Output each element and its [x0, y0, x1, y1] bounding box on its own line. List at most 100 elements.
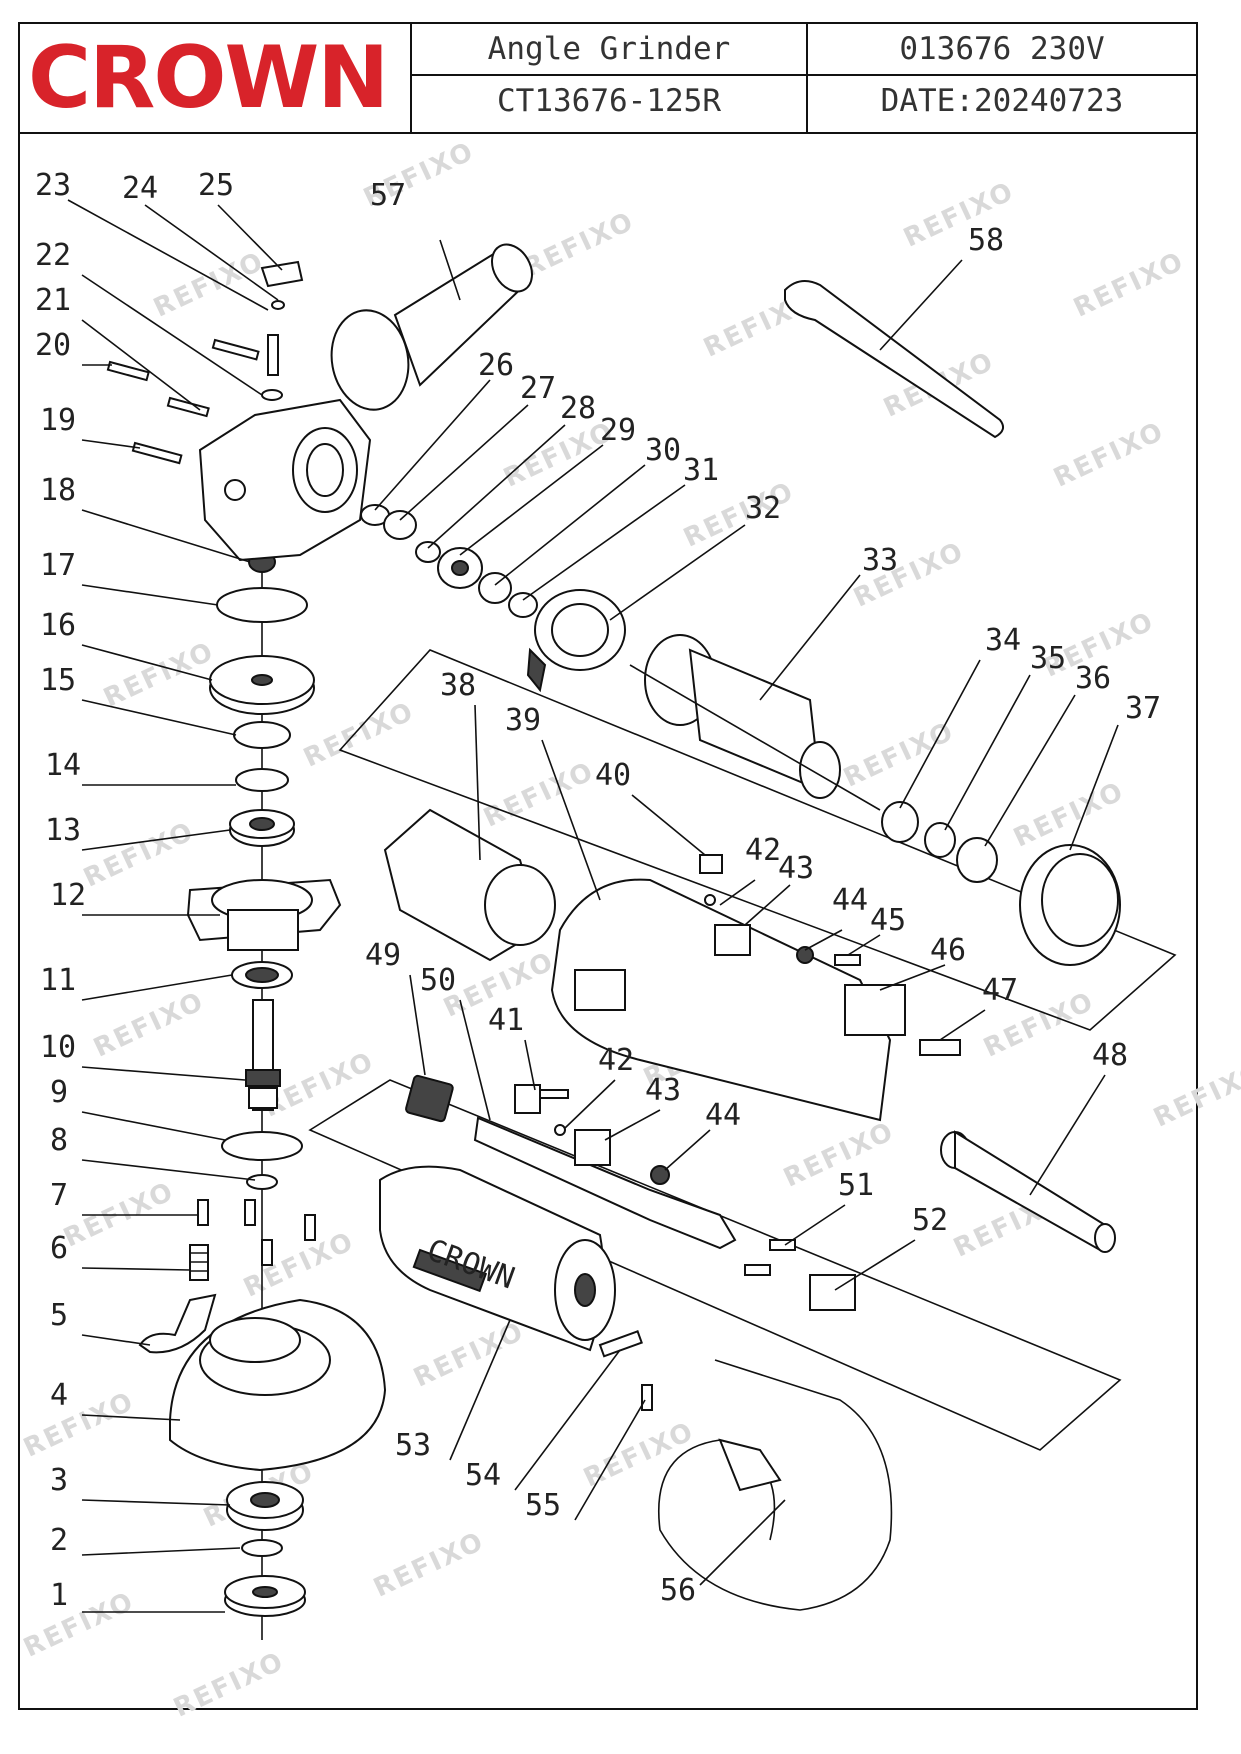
part-number: 46 [930, 933, 966, 968]
leader-lines [67, 199, 1119, 1613]
part-number: 47 [982, 973, 1018, 1008]
part-37-rear-cover [1019, 844, 1121, 966]
part-number: 56 [660, 1573, 696, 1608]
part-4-wheel-guard [169, 1298, 387, 1472]
part-33-armature [629, 634, 881, 811]
part-50-switch-rod [473, 1116, 737, 1250]
part-number: 2 [50, 1523, 68, 1558]
part-number: 49 [365, 938, 401, 973]
part-number: 8 [50, 1123, 68, 1158]
part-7-screws [197, 1199, 316, 1266]
part-number: 35 [1030, 641, 1066, 676]
part-number: 15 [40, 663, 76, 698]
part-12-bearing-cover [186, 878, 342, 951]
part-number: 42 [598, 1043, 634, 1078]
part-number: 4 [50, 1378, 68, 1413]
part-number: 43 [645, 1073, 681, 1108]
part-number: 12 [50, 878, 86, 913]
part-53-rear-housing: CROWN [379, 1165, 616, 1352]
article-voltage: 013676 230V [899, 31, 1105, 67]
part-number: 31 [683, 453, 719, 488]
part-number: 14 [45, 748, 81, 783]
part-6-spring [189, 1244, 209, 1281]
part-number: 7 [50, 1178, 68, 1213]
part-number: 41 [488, 1003, 524, 1038]
part-number: 25 [198, 168, 234, 203]
part-16-flange-plate [209, 655, 315, 715]
part-number: 45 [870, 903, 906, 938]
part-number: 42 [745, 833, 781, 868]
part-32-fan-baffle [526, 589, 626, 693]
part-11-seal [231, 961, 293, 989]
part-5-guard-clamp [138, 1293, 217, 1354]
part-number: 30 [645, 433, 681, 468]
part-56-power-cord [658, 1359, 893, 1611]
part-26-31-bevel-gear-train [360, 504, 538, 618]
stator-housing-group-box [338, 649, 1177, 1031]
part-15-circlip [233, 721, 291, 749]
part-48-sleeve [940, 1130, 1116, 1253]
part-number: 33 [862, 543, 898, 578]
part-number: 39 [505, 703, 541, 738]
part-1-outer-flange [224, 1575, 306, 1617]
part-number: 43 [778, 851, 814, 886]
part-number: 38 [440, 668, 476, 703]
part-number: 16 [40, 608, 76, 643]
part-number: 48 [1092, 1038, 1128, 1073]
part-number: 53 [395, 1428, 431, 1463]
part-number: 58 [968, 223, 1004, 258]
part-17-o-ring [216, 587, 308, 623]
part-8-washer [246, 1174, 278, 1190]
part-number: 51 [838, 1168, 874, 1203]
part-number-labels: 1 2 3 4 5 6 7 8 9 10 11 12 13 14 15 16 1… [35, 168, 1161, 1613]
part-number: 54 [465, 1458, 501, 1493]
part-number: 19 [40, 403, 76, 438]
part-number: 55 [525, 1488, 561, 1523]
drawing-frame: CROWN Angle Grinder 013676 230V CT13676-… [18, 22, 1198, 1710]
header-divider-h [410, 74, 1196, 76]
header-divider-v [806, 24, 808, 132]
part-38-stator [383, 808, 556, 962]
part-9-o-ring [221, 1131, 303, 1161]
part-3-inner-flange [226, 1481, 304, 1531]
part-number: 23 [35, 168, 71, 203]
part-number: 40 [595, 758, 631, 793]
part-number: 27 [520, 371, 556, 406]
part-number: 44 [705, 1098, 741, 1133]
part-number: 5 [50, 1298, 68, 1333]
part-number: 28 [560, 391, 596, 426]
part-54-55-cord-clamp [598, 1330, 653, 1411]
rear-housing-group-box [308, 1079, 1122, 1451]
logo-cell: CROWN [20, 24, 412, 132]
part-number: 6 [50, 1231, 68, 1266]
part-34-36-rear-bearing [881, 801, 998, 883]
part-number: 11 [40, 963, 76, 998]
part-number: 50 [420, 963, 456, 998]
part-number: 29 [600, 413, 636, 448]
part-number: 10 [40, 1030, 76, 1065]
part-39-motor-housing [550, 878, 892, 1122]
part-41-44-switch-brushes [514, 1084, 670, 1185]
part-10-spindle [245, 999, 281, 1111]
part-number: 17 [40, 548, 76, 583]
part-49-switch-button [405, 1074, 454, 1123]
part-2-ring [241, 1539, 283, 1557]
part-57-side-handle [330, 243, 533, 411]
part-number: 3 [50, 1463, 68, 1498]
part-58-spanner [784, 280, 1005, 439]
product-name: Angle Grinder [487, 31, 731, 67]
date-label: DATE:20240723 [880, 83, 1124, 119]
part-13-bearing [229, 809, 295, 847]
part-51-52-terminals-capacitor [744, 1239, 856, 1311]
part-number: 1 [50, 1578, 68, 1613]
part-number: 57 [370, 178, 406, 213]
part-number: 37 [1125, 691, 1161, 726]
part-14-ring [235, 768, 289, 792]
part-number: 22 [35, 238, 71, 273]
part-number: 34 [985, 623, 1021, 658]
part-number: 26 [478, 348, 514, 383]
part-number: 18 [40, 473, 76, 508]
part-number: 21 [35, 283, 71, 318]
part-number: 13 [45, 813, 81, 848]
